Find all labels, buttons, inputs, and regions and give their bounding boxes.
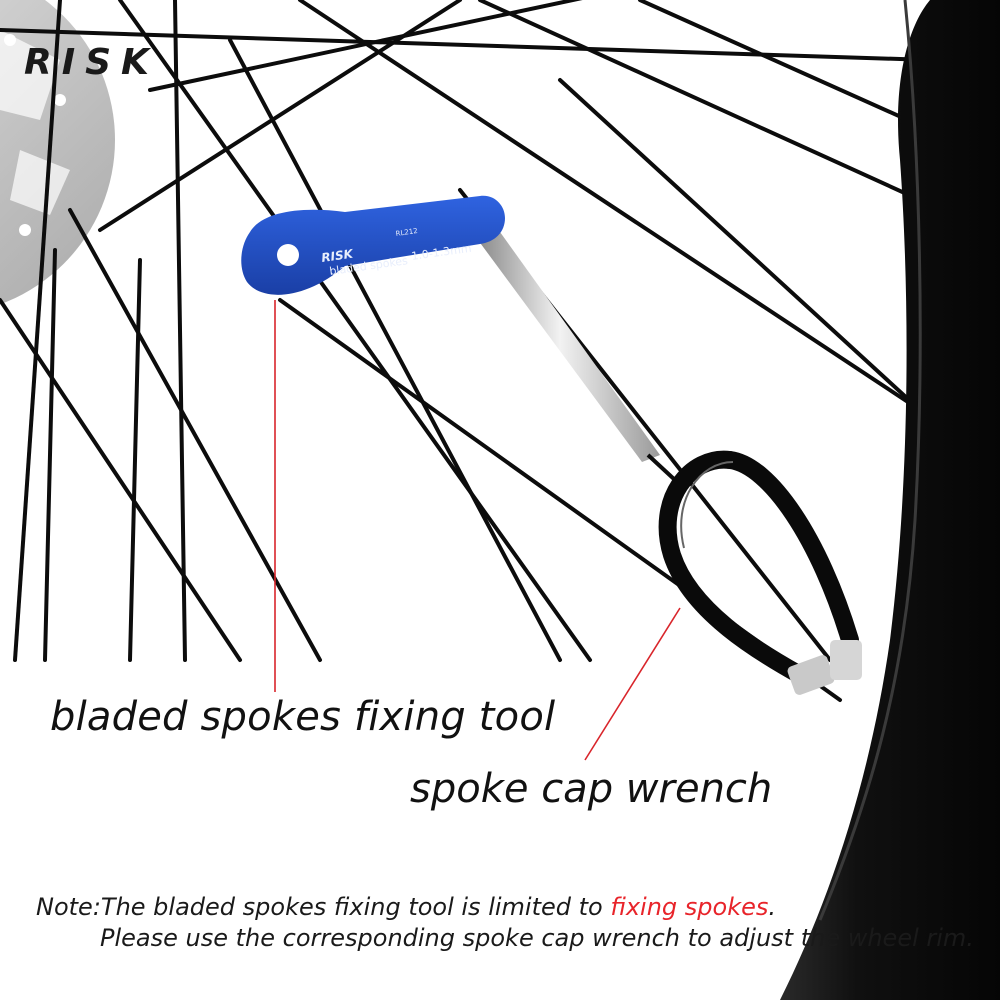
bladed-tool-label: bladed spokes fixing tool xyxy=(50,694,556,740)
svg-text:RISK: RISK xyxy=(24,44,159,83)
tool-engraving-brand: RISK xyxy=(320,246,355,265)
bladed-tool-shaft xyxy=(478,232,677,482)
note-line-2: Please use the corresponding spoke cap w… xyxy=(100,924,974,952)
spokes xyxy=(0,0,932,702)
spoke-wrench-label: spoke cap wrench xyxy=(410,766,773,812)
note-prefix: Note: xyxy=(36,893,101,921)
risk-logo: RISK xyxy=(24,44,159,83)
bladed-tool-handle: RISK bladed spokes 1.0-1.3mm RL212 xyxy=(241,195,505,295)
spoke-cap-wrench xyxy=(658,450,862,695)
note-end: . xyxy=(768,893,777,921)
tool-engraving-model: RL212 xyxy=(395,227,418,238)
wheel-rim xyxy=(780,0,1000,1000)
pointer-lines xyxy=(274,300,681,761)
pointer-line-wrench xyxy=(584,607,681,761)
note-highlight: fixing spokes xyxy=(610,893,769,921)
brake-rotor xyxy=(0,0,115,305)
note-line-1: Note:The bladed spokes fixing tool is li… xyxy=(36,890,776,924)
note-text: The bladed spokes fixing tool is limited… xyxy=(100,893,611,921)
